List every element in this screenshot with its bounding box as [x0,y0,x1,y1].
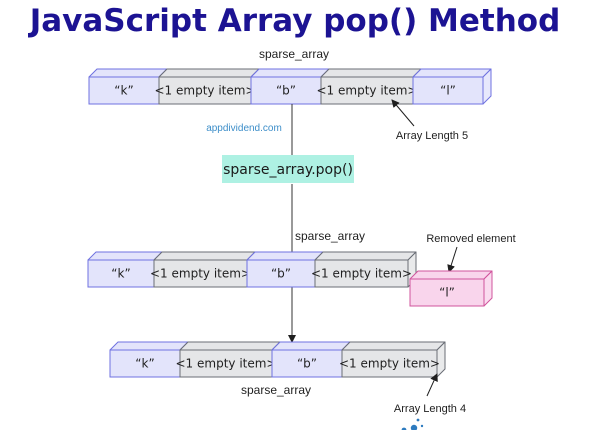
length-annotation-arrow [391,99,415,127]
removed-element-label: Removed element [426,233,515,245]
cell-value: <1 empty item> [339,357,440,371]
cell-value: “k” [111,267,130,281]
method-call-text: sparse_array.pop() [223,162,353,178]
removed-element: “l” [409,270,493,307]
empty-item-cell: <1 empty item> [317,68,422,105]
length-annotation-arrow [426,373,438,397]
empty-item-cell: <1 empty item> [311,251,417,288]
cell-value: <1 empty item> [150,267,251,281]
cell-value: “l” [440,84,456,98]
array-element-cell: “k” [87,251,163,288]
bottom-array: “k” <1 empty item> “b” <1 empty item> [109,341,446,378]
middle-array: “k” <1 empty item> “b” <1 empty item> [87,251,417,288]
cell-value: <1 empty item> [176,357,277,371]
empty-item-cell: <1 empty item> [150,251,256,288]
watermark-text: appdividend.com [206,123,282,134]
array-element-cell: “l” [412,68,492,105]
bottom-length-annotation: Array Length 4 [394,403,466,415]
cell-value: <1 empty item> [311,267,412,281]
cell-value: “k” [135,357,154,371]
cell-value: “b” [297,357,317,371]
removed-element-arrow [447,246,458,273]
cell-value: “l” [439,286,455,300]
empty-item-cell: <1 empty item> [155,68,260,105]
top-array: “k” <1 empty item> “b” <1 empty item> “l” [88,68,492,105]
removed-element-cell: “l” [409,270,493,307]
page-title: JavaScript Array pop() Method [29,3,561,39]
top-length-annotation: Array Length 5 [396,130,468,142]
top-array-name: sparse_array [259,47,329,61]
method-call-box [222,155,354,183]
cell-value: “k” [114,84,133,98]
cell-value: <1 empty item> [317,84,418,98]
empty-item-cell: <1 empty item> [176,341,281,378]
middle-array-name: sparse_array [295,229,365,243]
array-element-cell: “b” [246,251,324,288]
empty-item-cell: <1 empty item> [339,341,446,378]
bottom-array-name: sparse_array [241,383,311,397]
cell-value: <1 empty item> [155,84,256,98]
cell-value: “b” [271,267,291,281]
cell-value: “b” [276,84,296,98]
logo-icon [401,418,424,430]
